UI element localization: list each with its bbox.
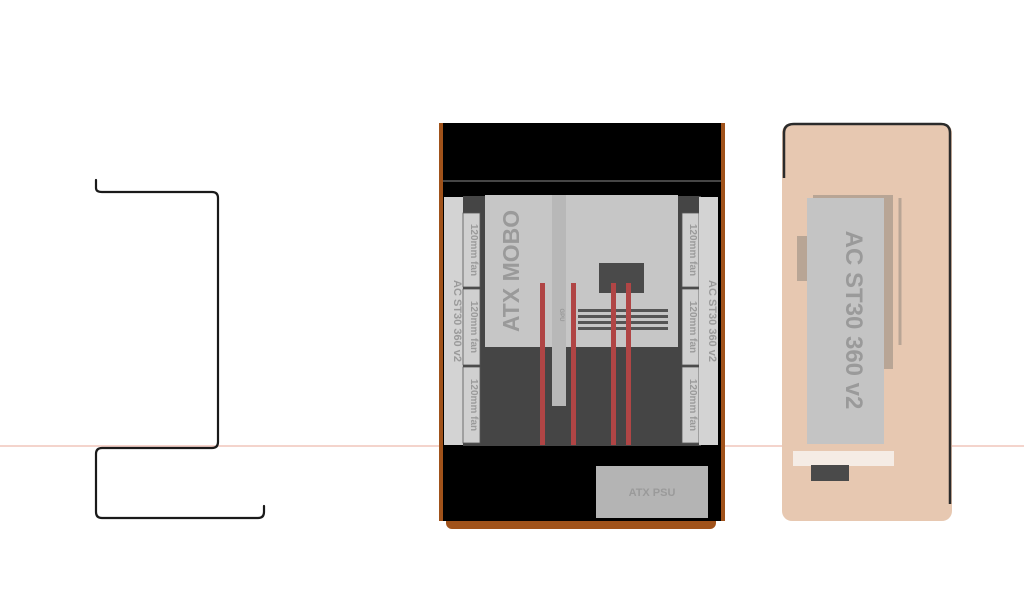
ram-stick (626, 283, 631, 445)
ram-sticks (540, 283, 631, 445)
fan (462, 212, 481, 288)
fan-label: 120mm fan (687, 224, 698, 276)
side-radiator-label: AC ST30 360 v2 (840, 231, 867, 410)
psu-label: ATX PSU (629, 487, 676, 499)
right-fan-stack: 120mm fan 120mm fan 120mm fan (681, 212, 700, 444)
side-radiator (807, 198, 884, 444)
psu (596, 466, 708, 518)
side-view-case: AC ST30 360 v2 (782, 122, 952, 521)
radiator-bracket-left-tab (797, 236, 809, 281)
psu-shelf (793, 451, 894, 466)
ram-stick (571, 283, 576, 445)
pcie-slots (578, 309, 668, 330)
gpu-card (552, 195, 566, 406)
ram-stick (611, 283, 616, 445)
ram-stick (540, 283, 545, 445)
left-radiator-label: AC ST30 360 v2 (451, 280, 463, 362)
fan (462, 288, 481, 366)
left-radiator (444, 197, 463, 445)
right-radiator (699, 197, 718, 445)
side-panel-edge (782, 122, 952, 504)
fan-label: 120mm fan (468, 224, 479, 276)
fan-label: 120mm fan (468, 301, 479, 353)
fan-label: 120mm fan (687, 301, 698, 353)
psu-mount (811, 465, 849, 481)
front-view-case: ATX MOBO GPU AC ST30 360 v2 120mm (439, 123, 725, 529)
motherboard-label: ATX MOBO (498, 210, 524, 332)
left-fan-stack: 120mm fan 120mm fan 120mm fan (462, 212, 481, 444)
fan (462, 366, 481, 444)
right-radiator-label: AC ST30 360 v2 (706, 280, 718, 362)
fan-label: 120mm fan (687, 379, 698, 431)
bracket-profile-outline (94, 178, 266, 520)
gpu-label: GPU (558, 308, 564, 321)
cpu-block (599, 263, 644, 293)
fan-label: 120mm fan (468, 379, 479, 431)
